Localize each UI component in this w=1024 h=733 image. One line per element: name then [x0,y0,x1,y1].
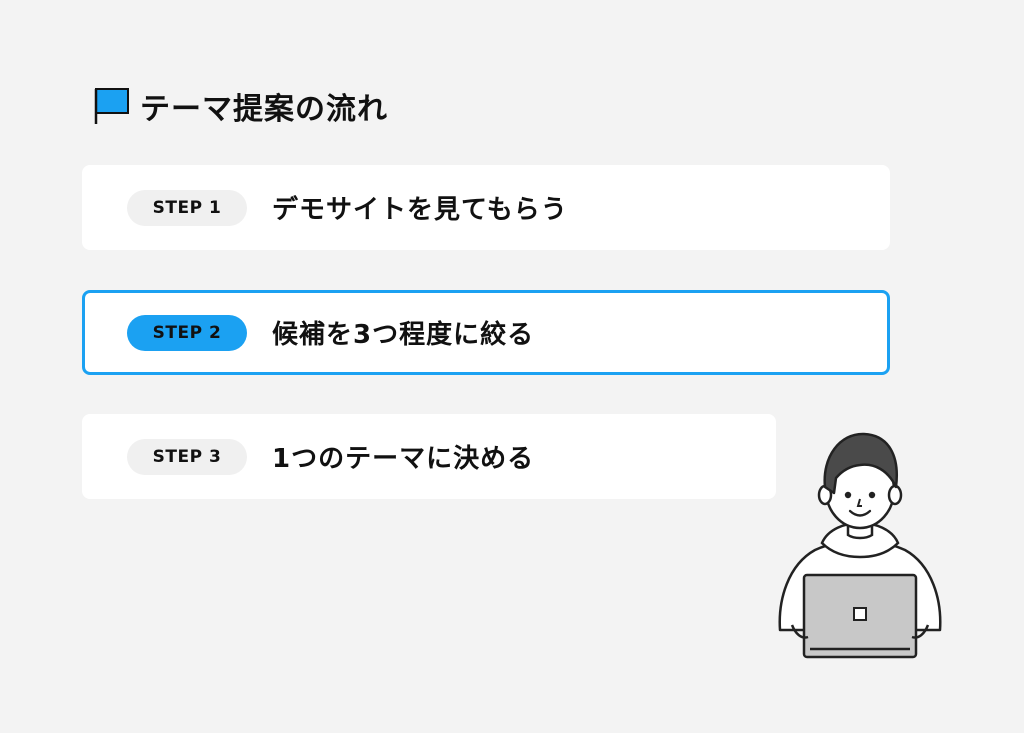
step-card-2: STEP 2 候補を3つ程度に絞る [82,290,890,375]
heading-title: テーマ提案の流れ [140,92,388,127]
step-card-1: STEP 1 デモサイトを見てもらう [82,165,890,250]
step-text-1: デモサイトを見てもらう [272,195,568,225]
section-heading: テーマ提案の流れ [90,86,388,127]
step-badge-3: STEP 3 [127,438,247,475]
step-badge-2: STEP 2 [127,314,247,351]
step-card-3: STEP 3 1つのテーマに決める [82,414,776,499]
flag-icon [94,88,129,124]
person-with-laptop-icon [778,432,942,659]
step-text-2: 候補を3つ程度に絞る [272,320,535,350]
step-text-3: 1つのテーマに決める [272,444,535,474]
step-badge-1: STEP 1 [127,189,247,226]
